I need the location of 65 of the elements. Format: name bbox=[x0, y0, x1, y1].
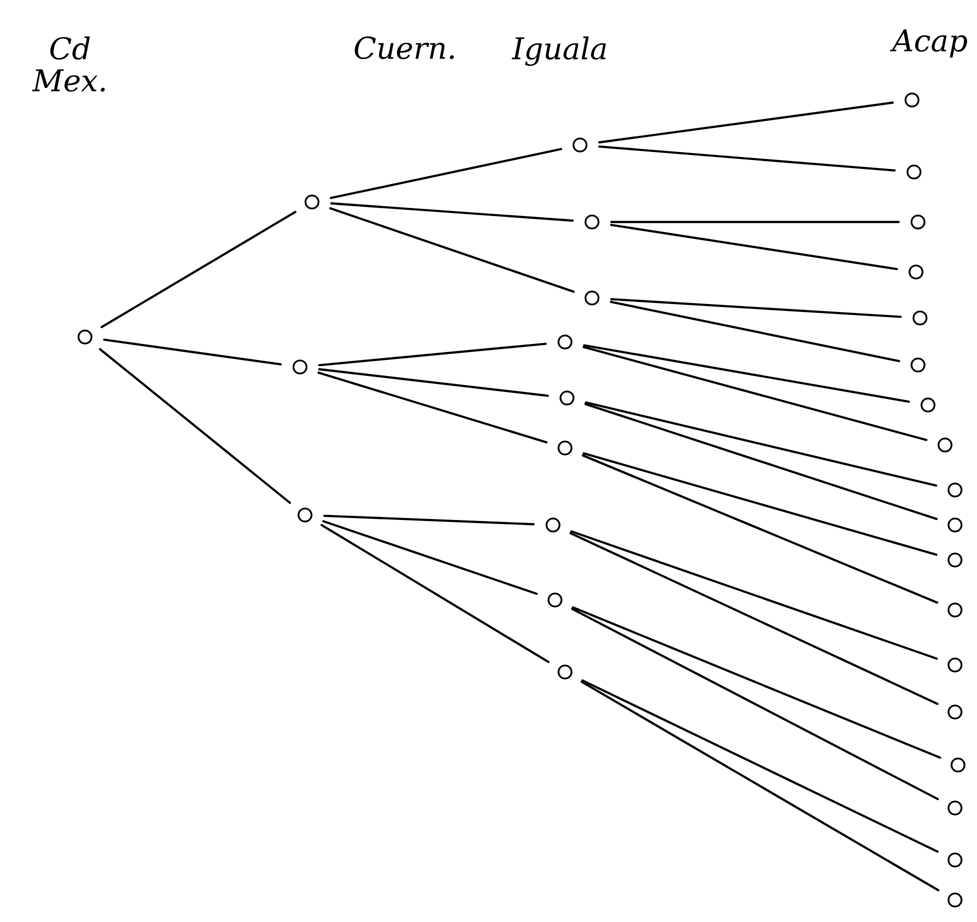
column-heading: Cd Mex. bbox=[32, 36, 105, 92]
branch-line bbox=[572, 606, 942, 759]
node-circle bbox=[298, 508, 312, 522]
branch-line bbox=[318, 342, 547, 366]
branch-line bbox=[582, 454, 938, 604]
node-circle bbox=[948, 552, 962, 568]
branch-line bbox=[329, 207, 575, 293]
branch-line bbox=[323, 514, 535, 526]
branch-line bbox=[318, 368, 549, 397]
node-circle bbox=[948, 518, 962, 532]
node-circle bbox=[304, 194, 320, 210]
branch-line bbox=[330, 148, 562, 200]
node-circle bbox=[558, 440, 572, 456]
branch-line bbox=[103, 338, 282, 366]
branch-line bbox=[580, 680, 940, 892]
node-circle bbox=[546, 518, 560, 532]
branch-line bbox=[581, 679, 939, 853]
node-circle bbox=[908, 264, 924, 280]
branch-line bbox=[584, 401, 938, 487]
branch-line bbox=[571, 608, 939, 800]
branch-line bbox=[100, 210, 296, 328]
node-circle bbox=[572, 138, 588, 152]
node-circle bbox=[920, 398, 936, 412]
node-circle bbox=[938, 438, 952, 452]
node-circle bbox=[906, 164, 922, 180]
node-circle bbox=[912, 310, 928, 326]
node-circle bbox=[292, 360, 308, 374]
node-circle bbox=[948, 482, 962, 498]
node-circle bbox=[584, 290, 600, 306]
node-circle bbox=[560, 390, 574, 406]
branch-line bbox=[320, 524, 550, 664]
branch-line bbox=[610, 298, 902, 318]
node-circle bbox=[910, 214, 926, 230]
branch-line bbox=[584, 402, 938, 520]
node-circle bbox=[948, 602, 962, 618]
branch-line bbox=[582, 452, 938, 556]
branch-line bbox=[570, 532, 939, 705]
node-circle bbox=[558, 664, 572, 680]
branch-line bbox=[610, 300, 900, 362]
node-circle bbox=[948, 704, 962, 720]
node-circle bbox=[948, 852, 962, 868]
node-circle bbox=[78, 330, 92, 344]
column-heading: Iguala bbox=[512, 36, 606, 66]
branch-line bbox=[322, 520, 538, 595]
branch-line bbox=[610, 224, 898, 270]
branch-line bbox=[330, 202, 574, 222]
branch-line bbox=[570, 530, 938, 660]
column-heading: Acap bbox=[890, 29, 968, 58]
branch-line bbox=[98, 348, 292, 504]
branch-line bbox=[317, 372, 548, 444]
column-heading: Cuern. bbox=[354, 36, 454, 60]
branch-line bbox=[582, 346, 928, 442]
node-circle bbox=[558, 334, 572, 350]
node-circle bbox=[948, 800, 962, 816]
node-circle bbox=[904, 92, 920, 108]
node-circle bbox=[948, 658, 962, 672]
branch-line bbox=[598, 145, 896, 172]
branch-line bbox=[583, 344, 910, 403]
node-circle bbox=[548, 592, 562, 608]
branch-line bbox=[598, 102, 894, 144]
node-circle bbox=[584, 214, 600, 230]
node-circle bbox=[950, 758, 966, 772]
node-circle bbox=[948, 892, 962, 908]
branch-line bbox=[610, 220, 900, 224]
node-circle bbox=[910, 358, 926, 372]
